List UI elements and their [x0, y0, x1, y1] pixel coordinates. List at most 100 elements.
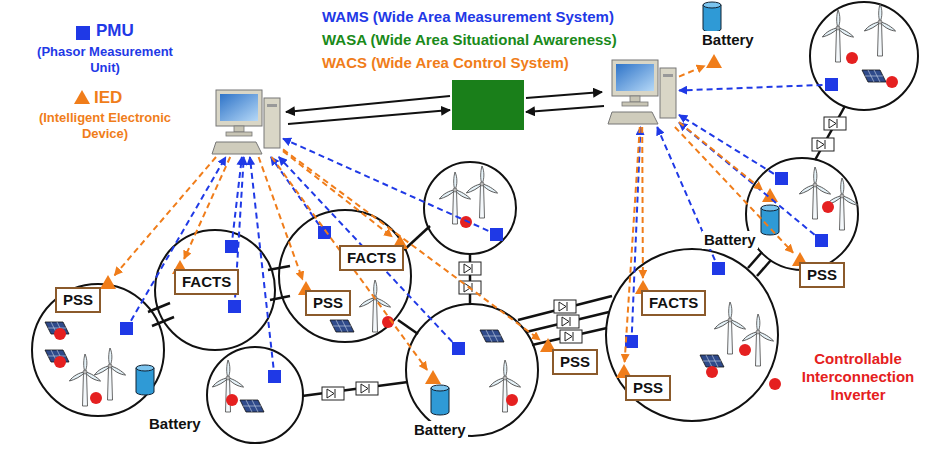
tie-line [270, 296, 290, 300]
tie-line [532, 328, 607, 345]
hvdc-converter [554, 300, 576, 313]
region-circle [606, 249, 778, 421]
legend-text: Controllable Interconnection Inverter [788, 350, 928, 404]
wind-turbine [93, 348, 126, 400]
box-label: PSS [560, 353, 590, 371]
inverter-dot [739, 344, 751, 356]
link-arrow [288, 110, 450, 124]
tie-line [268, 266, 290, 270]
control-box: PSS [625, 375, 671, 401]
battery-label: Battery [700, 31, 756, 49]
wind-turbine [68, 354, 101, 406]
tie-line [152, 317, 174, 326]
pmu-square [775, 172, 788, 185]
wide-area-links [286, 92, 604, 124]
grid-regions [32, 2, 918, 443]
box-label: FACTS [182, 273, 231, 291]
ied-arrow [283, 149, 540, 340]
computer-icon [212, 90, 280, 154]
legend-note: (Phasor Measurement Unit) [30, 44, 180, 75]
legend-note: (Intelligent Electronic Device) [30, 110, 180, 141]
control-box: PSS [799, 262, 845, 288]
ied-arrow [272, 157, 428, 370]
ied-arrow [259, 157, 303, 280]
ied-triangle [425, 370, 441, 384]
system-title: WASA (Wide Area Situational Awareness) [322, 31, 617, 49]
hvdc-converter [356, 382, 378, 395]
ied-arrow [641, 127, 644, 278]
pmu-square [825, 78, 838, 91]
control-center-box [452, 80, 524, 130]
pmu-arrow [131, 157, 226, 321]
battery-label: Battery [147, 415, 203, 433]
pmu-square [120, 322, 133, 335]
solar-panel [480, 330, 504, 342]
region-circle [810, 2, 918, 110]
ied-arrow [115, 157, 217, 275]
tie-line [757, 260, 771, 276]
tie-line [526, 312, 609, 332]
ied-triangle [762, 188, 778, 202]
legend-text: PMU [96, 21, 134, 41]
hvdc-converter [812, 138, 834, 151]
pmu-square [225, 240, 238, 253]
inverter-dot [706, 366, 718, 378]
ied-triangle [706, 54, 722, 68]
control-box: PSS [305, 290, 351, 316]
battery-icon [431, 385, 449, 415]
link-arrow [526, 92, 602, 98]
pmu-arrow [679, 85, 823, 91]
solar-panel [330, 320, 354, 332]
computer-icon [608, 60, 676, 124]
region-circle [207, 347, 303, 443]
pmu-arrow [279, 157, 453, 342]
control-box: PSS [552, 349, 598, 375]
link-arrow [286, 96, 450, 112]
system-title: WAMS (Wide Area Measurement System) [322, 8, 614, 26]
ied-arrow [675, 127, 793, 253]
ied-arrow [184, 157, 230, 259]
box-label: PSS [313, 294, 343, 312]
pmu-arrow [679, 123, 815, 235]
pmu-arrow [283, 139, 488, 231]
region-circle [32, 284, 164, 416]
region-circle [746, 158, 858, 270]
tie-line [398, 320, 418, 334]
box-label: PSS [633, 379, 663, 397]
link-arrow [526, 106, 604, 112]
pmu-arrow [233, 157, 242, 238]
solar-panel [700, 355, 724, 367]
tie-line [815, 106, 845, 160]
control-box: FACTS [641, 290, 706, 316]
pmu-square [318, 226, 331, 239]
battery-label: Battery [702, 231, 758, 249]
tie-line [404, 226, 430, 250]
pmu-square [228, 300, 241, 313]
control-box: FACTS [174, 269, 239, 295]
battery-icon [136, 365, 154, 395]
box-label: FACTS [347, 249, 396, 267]
wind-turbine [741, 314, 774, 366]
legend-text: IED [94, 88, 122, 108]
pmu-square [815, 234, 828, 247]
legend-triangle [74, 90, 90, 104]
hvdc-converter [459, 262, 481, 275]
battery-icon [703, 2, 721, 32]
ied-arrow [679, 122, 762, 190]
pmu-square [490, 228, 503, 241]
control-box: FACTS [339, 245, 404, 271]
hvdc-converter [560, 330, 582, 343]
battery-label: Battery [412, 421, 468, 439]
inverter-dot [54, 328, 66, 340]
wind-turbine [488, 360, 521, 412]
battery-icon [761, 205, 779, 235]
pmu-arrow [679, 115, 774, 174]
pmu-square [268, 370, 281, 383]
tie-line [148, 303, 170, 312]
inverter-dot [886, 76, 898, 88]
inverter-dot [506, 394, 518, 406]
system-title: WACS (Wide Area Control System) [322, 54, 569, 72]
solar-panel [240, 400, 264, 412]
ied-arrow [625, 127, 640, 362]
